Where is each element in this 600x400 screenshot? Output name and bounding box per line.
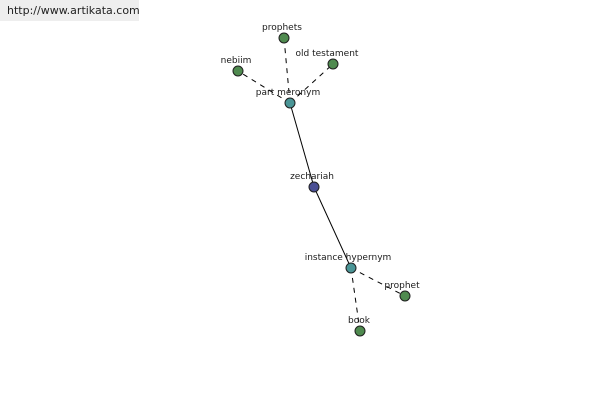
node-label-instance-hypernym: instance hypernym	[305, 253, 392, 263]
node-nebiim[interactable]	[232, 65, 244, 77]
edge-part-meronym-to-prophets	[283, 37, 291, 104]
node-old-testament[interactable]	[327, 58, 339, 70]
graph-nodes	[232, 32, 411, 337]
node-prophet[interactable]	[399, 290, 411, 302]
node-label-part-meronym: part meronym	[256, 88, 320, 98]
node-part-meronym[interactable]	[284, 97, 296, 109]
graph-edges	[237, 37, 406, 332]
node-zechariah[interactable]	[308, 181, 320, 193]
node-prophets[interactable]	[278, 32, 290, 44]
node-label-zechariah: zechariah	[290, 172, 334, 182]
edge-zechariah-to-part-meronym	[289, 102, 315, 188]
node-label-old-testament: old testament	[296, 49, 359, 59]
node-label-book: book	[348, 316, 371, 326]
node-label-prophet: prophet	[384, 281, 420, 291]
edge-instance-hypernym-to-book	[350, 267, 361, 332]
edge-zechariah-to-instance-hypernym	[313, 186, 352, 269]
edge-part-meronym-to-nebiim	[237, 70, 291, 104]
watermark-url: http://www.artikata.com	[0, 0, 140, 21]
node-book[interactable]	[354, 325, 366, 337]
graph-labels: prophets old testament nebiim part meronym z…	[221, 23, 420, 326]
node-instance-hypernym[interactable]	[345, 262, 357, 274]
edge-instance-hypernym-to-prophet	[350, 267, 406, 297]
node-label-prophets: prophets	[262, 23, 302, 33]
node-label-nebiim: nebiim	[221, 56, 252, 66]
